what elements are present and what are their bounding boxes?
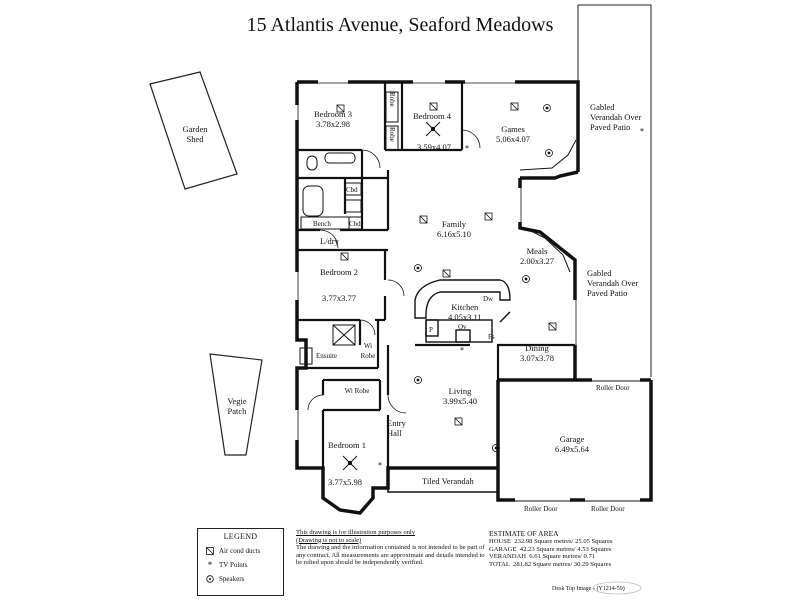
- tv-point-icon: *: [207, 560, 213, 570]
- estimate-row: VERANDAH 6.61 Square metres/ 0.71: [489, 553, 596, 561]
- svg-text:*: *: [378, 461, 382, 470]
- estimate-title: ESTIMATE OF AREA: [489, 529, 559, 538]
- speaker-markers: [414, 104, 553, 452]
- label-roller-door-front-right: Roller Door: [591, 505, 625, 513]
- disclaimer-line2: (Drawing is not to scale): [296, 536, 362, 544]
- estimate-row: TOTAL 281.82 Square metres/ 30.29 Square…: [489, 560, 612, 568]
- label-robe-upper: Robe: [388, 92, 396, 107]
- label-roller-door-side: Roller Door: [596, 384, 630, 392]
- label-oven: Ov: [458, 323, 467, 331]
- label-wi-robe-upper: Wi Robe: [360, 342, 376, 360]
- image-id: Desk Top Image - (Y1214-59): [552, 586, 625, 592]
- legend-box: LEGEND Air cond ducts * TV Points Speake…: [197, 528, 284, 596]
- bath: [302, 185, 324, 217]
- disclaimer-body: The drawing and the information containe…: [296, 544, 485, 567]
- garden-shed-outline: [149, 71, 238, 190]
- estimate-row: HOUSE 232.98 Square metres/ 25.05 Square…: [489, 538, 613, 546]
- label-dishwasher: Dw: [483, 295, 494, 303]
- label-vegie-patch: Vegie Patch: [227, 396, 247, 416]
- label-ensuite: Ensuite: [316, 352, 337, 360]
- room-dims-bedroom1: 3.77x5.98: [328, 477, 362, 487]
- svg-text:*: *: [465, 144, 469, 153]
- label-entry-hall: Entry Hall: [387, 418, 406, 438]
- label-tiled-verandah: Tiled Verandah: [422, 476, 474, 486]
- room-dims-bedroom4: 3.59x4.07: [417, 142, 451, 152]
- label-pantry: P: [429, 326, 433, 334]
- label-bench: Bench: [313, 220, 331, 228]
- estimate-row: GARAGE 42.23 Square metres/ 4.53 Squares: [489, 545, 612, 553]
- label-laundry: L/dry: [320, 236, 339, 246]
- vegie-patch-outline: [209, 353, 263, 456]
- legend-title: LEGEND: [223, 532, 258, 541]
- plan-title: 15 Atlantis Avenue, Seaford Meadows: [246, 14, 554, 36]
- garage-walls: [496, 380, 653, 502]
- legend-item-air-cond: Air cond ducts: [206, 547, 260, 555]
- air-cond-duct-markers: [336, 102, 557, 426]
- label-verandah-upper: Gabled Verandah Over Paved Patio: [590, 102, 642, 132]
- tv-point-markers: * * * *: [378, 127, 644, 470]
- label-fridge-space: Fs: [488, 333, 495, 341]
- svg-text:*: *: [460, 346, 464, 355]
- room-label-bedroom4: Bedroom 4: [413, 111, 452, 121]
- ceiling-fans: [342, 121, 441, 471]
- room-label-bedroom1: Bedroom 1: [328, 440, 367, 450]
- label-wi-robe-lower: Wi Robe: [344, 387, 370, 395]
- kitchen-bench: [414, 279, 511, 343]
- label-verandah-lower: Gabled Verandah Over Paved Patio: [587, 268, 639, 298]
- label-robe-lower: Robe: [388, 127, 396, 142]
- disclaimer-line1: This drawing is for illustration purpose…: [296, 529, 416, 536]
- legend-item-tv: * TV Points: [207, 560, 248, 570]
- label-cbd-upper: Cbd: [346, 186, 358, 194]
- room-label-bedroom2: Bedroom 2: [320, 267, 359, 277]
- legend-item-speaker: Speakers: [206, 575, 244, 583]
- disclaimer: This drawing is for illustration purpose…: [296, 529, 486, 567]
- label-garden-shed: Garden Shed: [182, 124, 208, 144]
- speaker-icon: [206, 575, 214, 583]
- toilet: [306, 155, 318, 171]
- label-cbd-lower: Cbd: [349, 220, 361, 228]
- room-dims-bedroom2: 3.77x3.77: [322, 293, 356, 303]
- label-roller-door-front-left: Roller Door: [524, 505, 558, 513]
- interior-walls: [297, 82, 575, 468]
- area-estimate: ESTIMATE OF AREA HOUSE 232.98 Square met…: [489, 530, 669, 568]
- air-cond-duct-icon: [206, 547, 214, 555]
- svg-text:*: *: [640, 127, 644, 136]
